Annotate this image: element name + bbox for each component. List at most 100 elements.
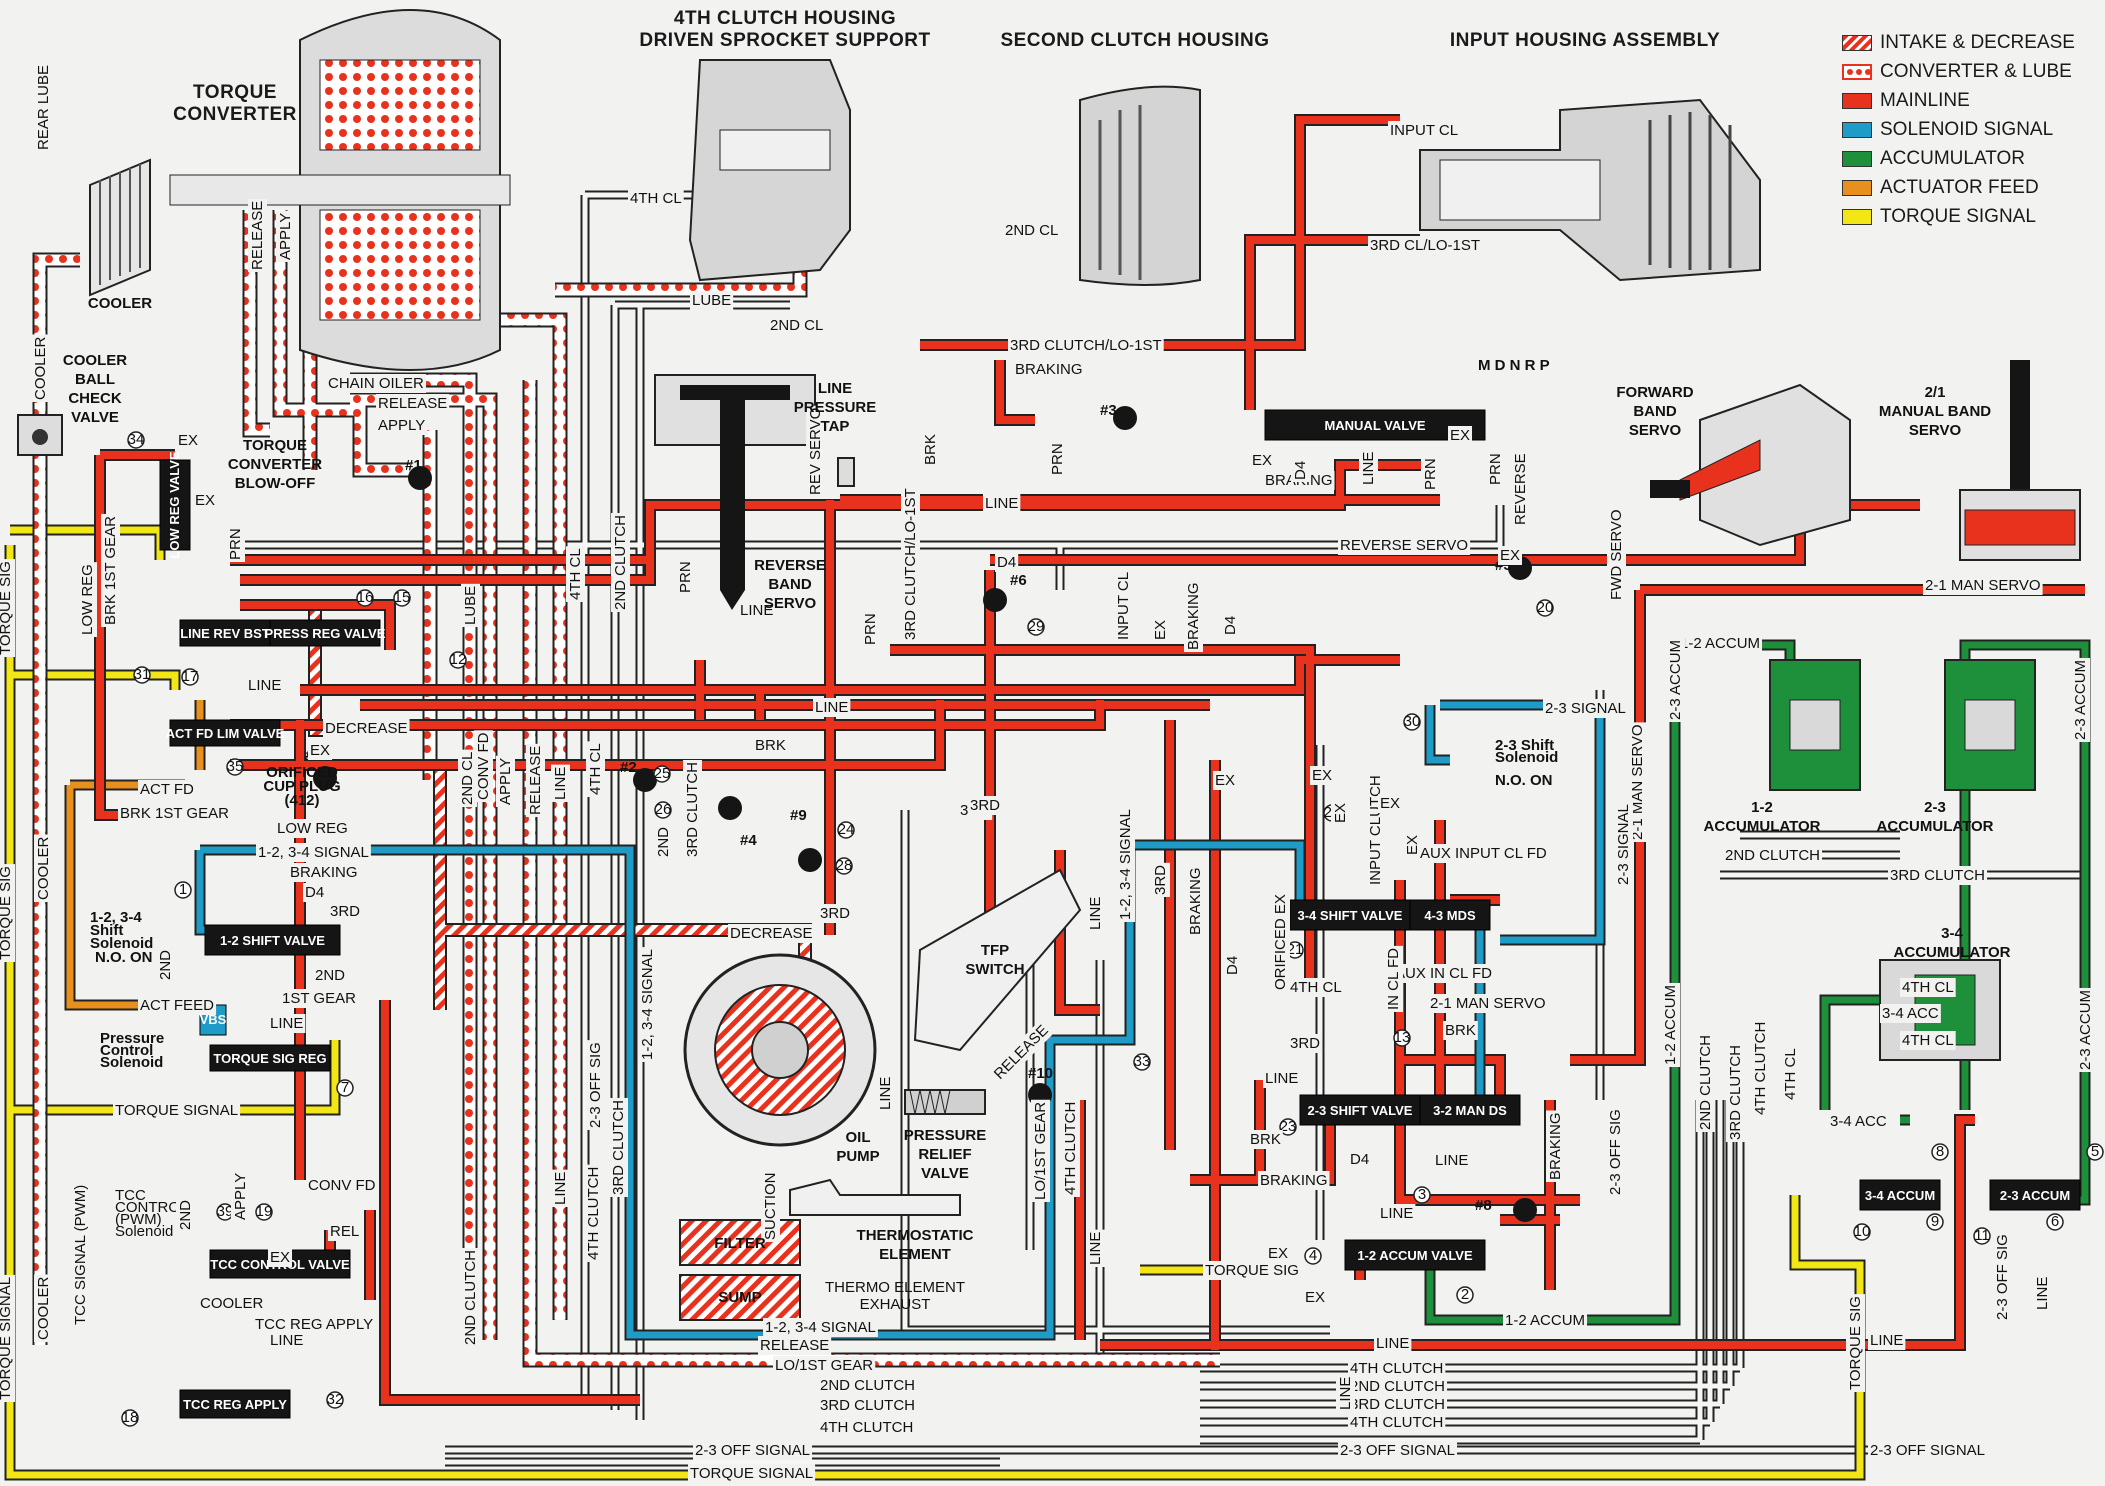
port-marker	[1931, 1143, 1949, 1161]
checkball-6	[983, 588, 1007, 612]
passage-label: EX	[1450, 427, 1470, 444]
legend-swatch	[1842, 92, 1872, 109]
passage-label: 3RD CL/LO-1ST	[1370, 237, 1480, 254]
passage-label: 4TH CLUTCH	[1350, 1360, 1443, 1377]
label-background	[1393, 964, 1495, 983]
passage-label: 2-3 ACCUM	[2072, 660, 2089, 740]
passage-label: PRN	[227, 528, 244, 560]
check-balls: #1#2#3#4#5#6#7#8#9#10	[305, 402, 1537, 1222]
label-background	[638, 947, 657, 1062]
label-background	[1696, 1032, 1715, 1132]
manual-downshift-32-body	[1419, 1094, 1521, 1126]
tcc-regulated-apply-valve-body	[179, 1389, 291, 1419]
label-background	[198, 1294, 266, 1313]
passage-label: INPUT CL	[1115, 572, 1132, 640]
label-background	[773, 1356, 876, 1375]
passage-label: 4TH CLUTCH	[1062, 1102, 1079, 1195]
second-clutch-housing-illustration	[1079, 85, 1201, 286]
tfp-switch	[913, 868, 1082, 1052]
port-number: 39	[217, 1203, 234, 1220]
passage-label: LINE	[1087, 1232, 1104, 1265]
label-background	[876, 1074, 895, 1112]
passage-label: LINE	[877, 1077, 894, 1110]
shift-valve-12-body	[204, 924, 341, 956]
port-marker	[1853, 1223, 1871, 1241]
label-background	[1923, 576, 2043, 595]
passage-label: REV SERVO	[807, 408, 824, 495]
passage-label: 1-2 ACCUM	[1662, 985, 1679, 1065]
title-cooler: COOLER	[88, 295, 152, 312]
label-background	[308, 741, 333, 760]
passage-label: PRN	[1422, 458, 1439, 490]
label-background	[288, 863, 360, 882]
label-background	[1678, 634, 1763, 653]
passage-label: LUBE	[692, 292, 731, 309]
label-background	[1331, 800, 1350, 825]
checkball-2	[633, 768, 657, 792]
passage-label: RELEASE	[760, 1337, 829, 1354]
legend-label: CONVERTER & LUBE	[1880, 60, 2072, 82]
label-background	[988, 1019, 1054, 1085]
label-background	[1378, 1204, 1416, 1223]
passage-label: 2ND CL	[459, 752, 476, 805]
port-marker	[336, 1079, 354, 1097]
fourth-clutch-housing-illustration	[688, 59, 851, 282]
passage-label: 3RD CLUTCH	[610, 1100, 627, 1195]
port-number: 18	[122, 1409, 139, 1426]
passage-label: 2-3 ACCUM	[1667, 640, 1684, 720]
label-background	[738, 601, 776, 620]
label-background	[231, 1170, 250, 1222]
passage-label: LINE	[2034, 1277, 2051, 1310]
label-background	[1543, 699, 1628, 718]
label-background	[763, 1318, 878, 1337]
label-background	[1511, 451, 1530, 527]
actuator-feed-passages	[64, 700, 215, 1011]
passage-label: COOLER	[200, 1295, 264, 1312]
label-background	[101, 513, 120, 627]
label-background	[461, 1247, 480, 1347]
port-number: 20	[1537, 599, 1554, 616]
label-background	[1368, 236, 1483, 255]
passage-label: COOLER	[35, 836, 52, 900]
passage-label: REL	[330, 1223, 359, 1240]
label-background	[1888, 866, 1988, 885]
label-background	[1013, 360, 1085, 379]
label-background	[306, 1176, 378, 1195]
port-marker	[1027, 618, 1045, 636]
solenoid-signal-passages	[194, 699, 1606, 1341]
label-background	[138, 996, 217, 1015]
label-background	[1428, 994, 1548, 1013]
checkball-label-1: #1	[405, 457, 422, 474]
passage-label: LOW REG	[277, 820, 348, 837]
label-background	[461, 583, 480, 627]
port-marker	[654, 801, 672, 819]
passage-label: 3RD CLUTCH	[1350, 1396, 1445, 1413]
passage-label: 4TH CLUTCH	[1350, 1414, 1443, 1431]
checkball-label-6: #6	[1010, 572, 1027, 589]
label-background	[983, 494, 1021, 513]
passage-label: 3RD	[1290, 1035, 1320, 1052]
label-background	[1061, 1099, 1080, 1197]
port-number: 9	[1931, 1213, 1939, 1230]
label-background	[376, 394, 450, 413]
label-background	[193, 491, 218, 510]
label-background	[1900, 1031, 1956, 1050]
passage-label: 3-4 ACC	[1830, 1113, 1887, 1130]
passage-label: TORQUE SIG	[1205, 1262, 1299, 1279]
passage-label: TORQUE SIG	[0, 561, 14, 655]
passage-label: BRAKING	[1187, 867, 1204, 935]
label-background	[1421, 456, 1440, 492]
label-background	[1151, 617, 1170, 642]
passage-label: LINE	[1337, 1377, 1354, 1410]
passage-label: TCC REG APPLY	[255, 1316, 373, 1333]
label-background	[376, 416, 428, 435]
label-background	[1614, 802, 1633, 887]
line-pressure-tap	[837, 457, 855, 487]
